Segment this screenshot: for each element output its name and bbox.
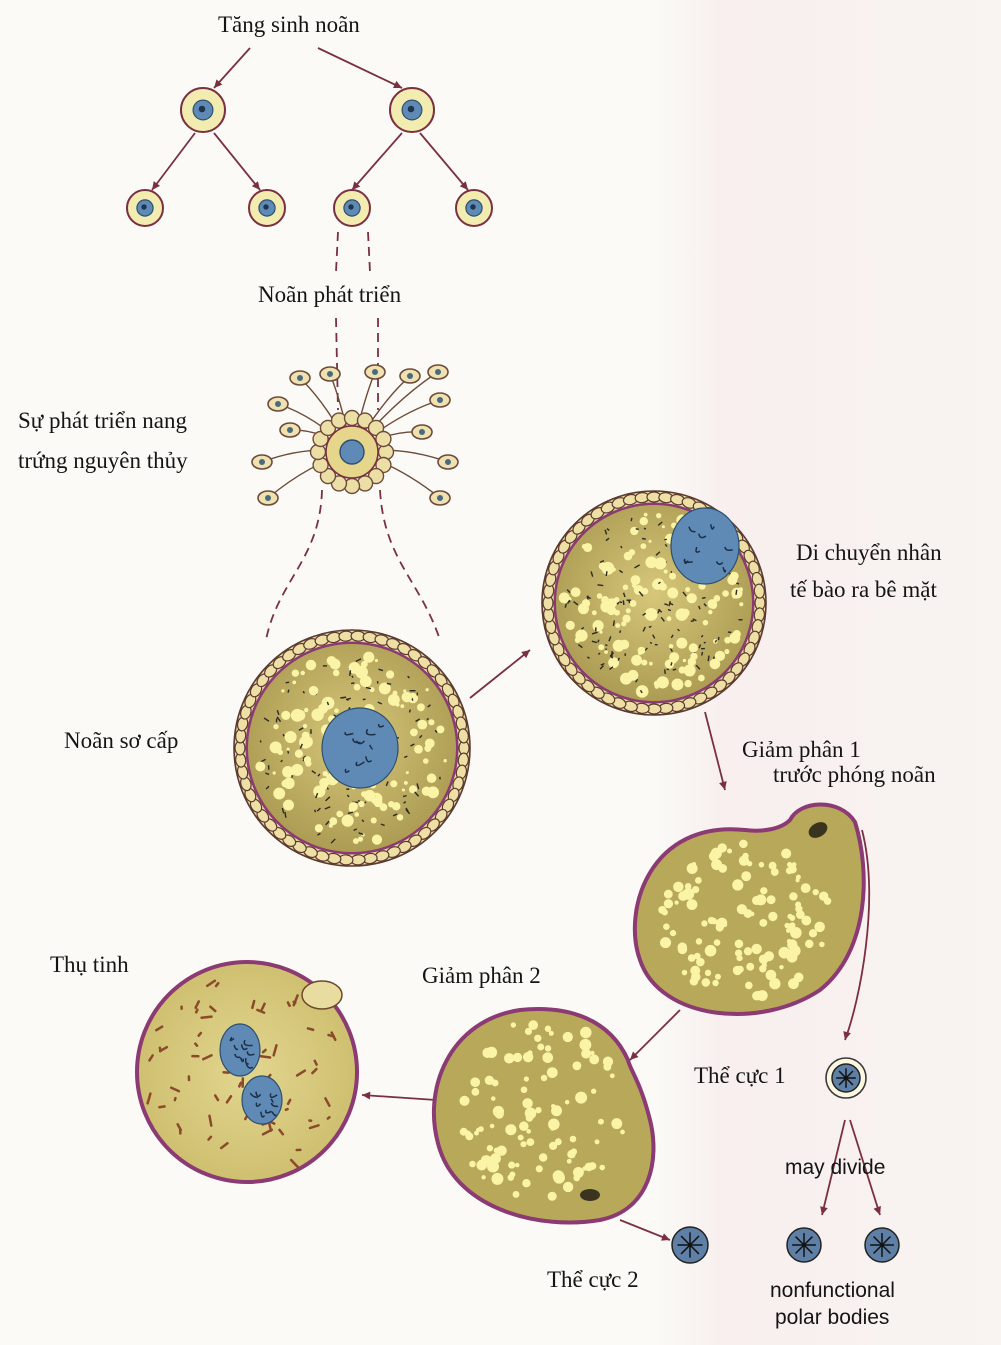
arrow-primary-to-migration <box>469 649 531 699</box>
arrow-to-fertilization <box>361 1094 437 1101</box>
polar-body-1 <box>825 1057 867 1099</box>
arrow-to-meiosis2 <box>629 1009 681 1061</box>
arrow-polar-divide-right <box>849 1119 881 1216</box>
label-may-divide: may divide <box>785 1156 886 1179</box>
label-nucleus-migration-line1: Di chuyển nhân <box>796 540 942 565</box>
label-meiosis1-line2: trước phóng noãn <box>773 762 936 787</box>
arrowhead-b <box>393 80 402 88</box>
oogonium-6 <box>455 189 493 227</box>
arrowhead-f <box>459 181 468 190</box>
label-nonfunctional-line1: nonfunctional <box>770 1279 895 1302</box>
primary-oocyte <box>233 629 471 867</box>
cells-layer <box>126 87 900 1264</box>
arrowhead-g <box>521 650 530 659</box>
arrow-to-meiosis1 <box>704 711 726 791</box>
arrow-left-a <box>151 132 196 191</box>
label-polar-body-1: Thể cực 1 <box>694 1063 786 1088</box>
label-primordial-follicle-line2: trứng nguyên thủy <box>18 448 188 473</box>
arrowhead-j <box>630 1051 639 1060</box>
dash-devel-left <box>335 231 339 273</box>
arrow-polar-divide-left <box>821 1119 846 1216</box>
arrowhead-n <box>661 1233 670 1241</box>
arrowhead-l <box>873 1206 881 1215</box>
label-meiosis1-line1: Giảm phân 1 <box>742 737 861 762</box>
label-primordial-follicle-line1: Sự phát triển nang <box>18 408 187 433</box>
arrowhead-h <box>719 781 727 790</box>
label-polar-body-2: Thể cực 2 <box>547 1267 639 1292</box>
arrow-left-b <box>213 132 261 191</box>
arrow-proliferation-left <box>213 47 251 89</box>
arrow-to-polar2 <box>619 1219 671 1241</box>
nonfunctional-polar-body-left <box>786 1227 822 1263</box>
oogonium-3 <box>126 189 164 227</box>
arrow-right-a <box>351 132 403 191</box>
arrowhead-d <box>251 181 260 190</box>
primary-oocyte-nucleus <box>321 707 399 789</box>
arrow-right-b <box>419 132 469 191</box>
migration-oocyte-nucleus <box>670 507 740 585</box>
oogonium-5 <box>333 189 371 227</box>
dash-devel-right <box>367 231 371 273</box>
arrow-to-polar1 <box>844 829 871 1041</box>
oogonium-2 <box>389 87 435 133</box>
label-meiosis2: Giảm phân 2 <box>422 963 541 988</box>
label-nonfunctional-line2: polar bodies <box>775 1306 890 1329</box>
dash-primary-right <box>379 489 441 641</box>
arrowhead-m <box>362 1091 371 1100</box>
female-pronucleus <box>219 1023 261 1077</box>
arrowhead-e <box>352 181 361 190</box>
label-nucleus-migration-line2: tế bào ra bê mặt <box>790 577 937 602</box>
label-proliferation: Tăng sinh noãn <box>218 12 360 37</box>
nonfunctional-polar-body-right <box>864 1227 900 1263</box>
fertilized-polar-body <box>301 980 343 1010</box>
label-fertilization: Thụ tinh <box>50 952 129 977</box>
polar-body-2 <box>671 1226 709 1264</box>
primordial-follicle <box>251 364 459 506</box>
meiosis2-oocyte <box>431 1007 656 1225</box>
oogonium-1 <box>180 87 226 133</box>
meiosis1-oocyte <box>632 802 866 1016</box>
dash-primary-left <box>265 489 323 641</box>
arrowhead-i <box>843 1031 851 1040</box>
label-developing-oocyte: Noãn phát triển <box>258 282 402 307</box>
fertilized-egg <box>135 960 359 1184</box>
oogonium-4 <box>248 189 286 227</box>
label-primary-oocyte: Noãn sơ cấp <box>64 728 179 753</box>
migration-oocyte <box>541 490 767 716</box>
arrow-proliferation-right <box>317 47 403 89</box>
connector-lines <box>151 47 881 1241</box>
meiosis2-spindle <box>580 1189 600 1201</box>
arrowhead-c <box>152 181 161 190</box>
arrowhead-k <box>820 1206 828 1215</box>
meiosis1-spindle <box>808 822 828 838</box>
arrowhead-a <box>214 79 223 88</box>
